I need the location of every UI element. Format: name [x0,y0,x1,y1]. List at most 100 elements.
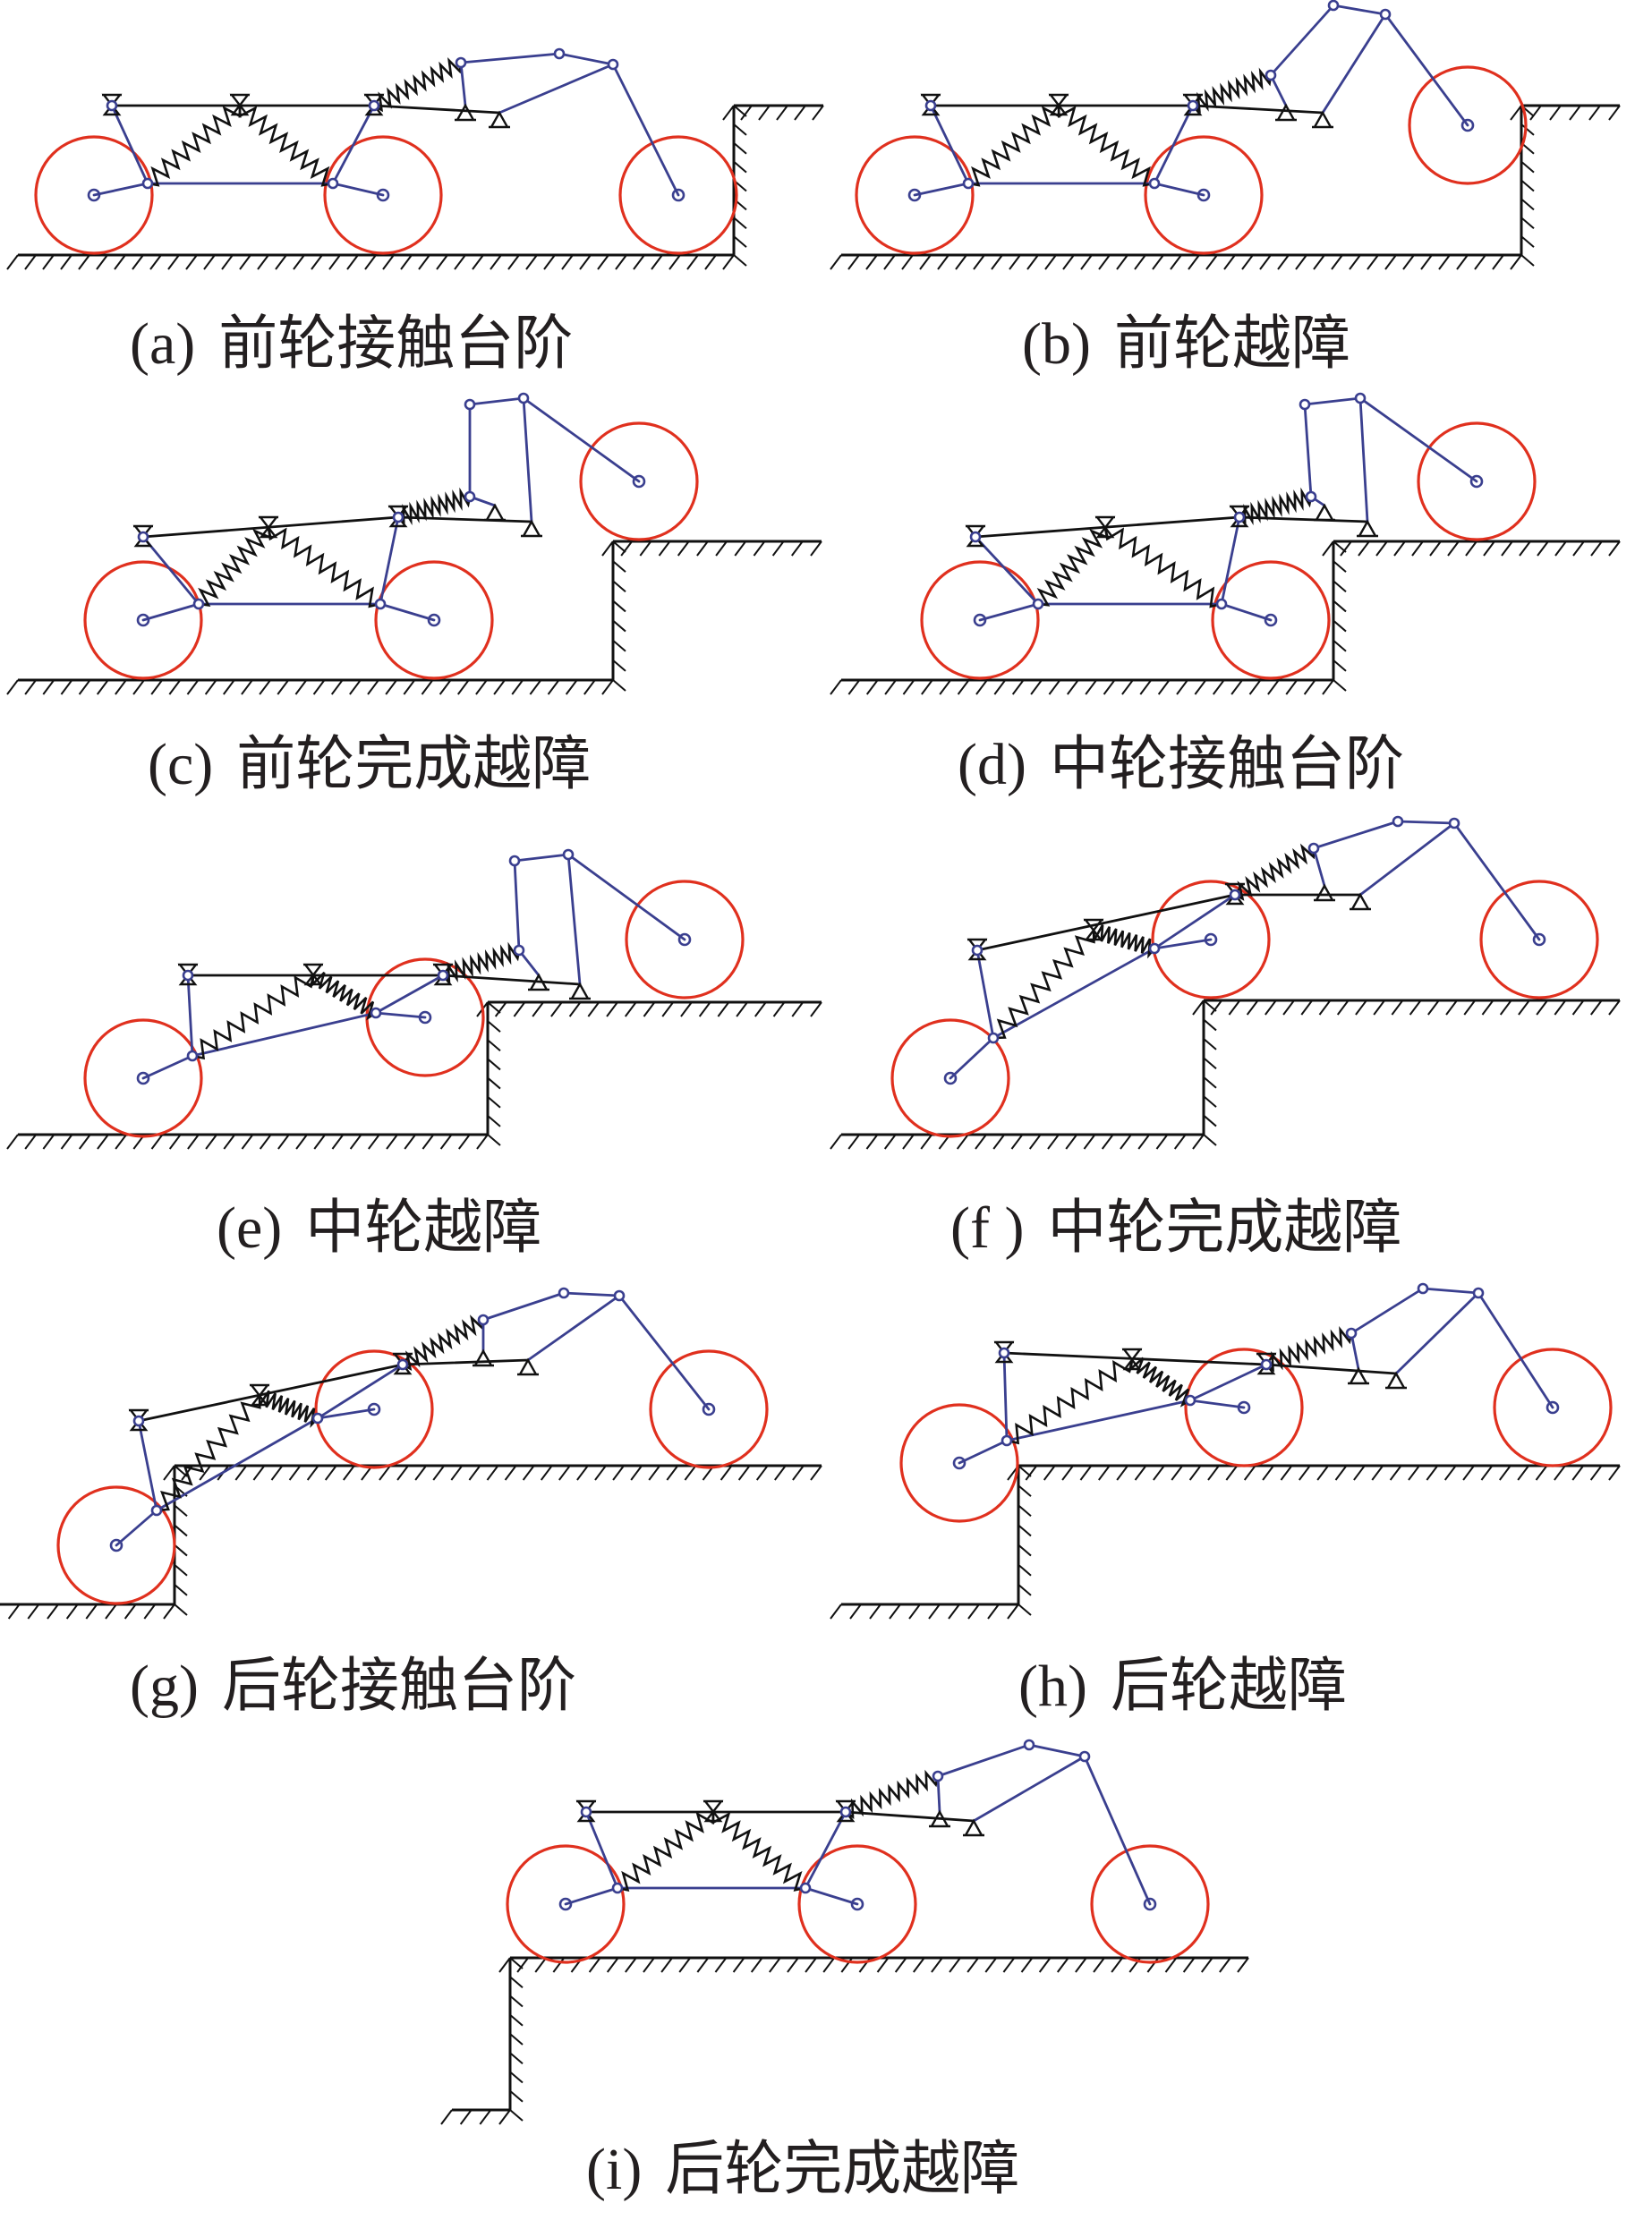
rear-strut [186,974,194,1058]
front-spring [397,487,472,526]
rear-spring [198,527,273,608]
hatch-mark [847,679,861,695]
front-arm [566,853,686,941]
caption-a-label: (a) [130,311,196,377]
hatch-mark [174,1584,188,1596]
hatch-mark [576,1465,589,1481]
joint-pin [1032,598,1044,610]
hatch-mark [732,1957,745,1973]
hatch-mark [259,679,271,695]
hatch-mark [955,254,967,270]
rear-wheel [506,1844,626,1964]
joint-pin [611,1882,624,1894]
hatch-mark [1537,540,1549,557]
hatch-mark [1203,1095,1217,1108]
hatch-mark [475,679,488,695]
hatch-mark [1333,639,1347,652]
hatch-mark [1333,580,1347,593]
hatch-mark [805,1957,817,1973]
caption-d-text: 中轮接触台阶 [1049,732,1404,797]
hatch-mark [24,679,37,695]
hatch-mark [1065,1134,1078,1150]
hatch-mark [1018,1544,1032,1557]
hatch-mark [913,1957,925,1973]
hatch-mark [733,160,747,174]
joint-pin [613,1289,626,1302]
hatch-mark [1203,1018,1217,1032]
hatch-mark [1028,1134,1042,1150]
hatch-mark [421,679,434,695]
hatch-mark [487,1076,501,1090]
ground-support-a [473,1348,494,1367]
hatch-mark [588,1957,601,1973]
pivot-support-mid [1121,1348,1143,1371]
rear-spring [156,1395,261,1512]
hatch-mark [565,679,578,695]
rear-spring [967,105,1060,187]
hatch-mark [1322,679,1334,695]
middle-spring [267,527,381,608]
hatch-mark [295,1134,308,1150]
pivot-support-mid [249,1383,270,1407]
hatch-mark [1018,1484,1032,1497]
hatch-mark [403,679,416,695]
rear-spring [617,1811,715,1892]
caption-i-text: 后轮完成越障 [665,2137,1020,2202]
hatch-mark [1085,679,1097,695]
hatch-mark [1411,540,1424,557]
rear-wheel [899,1403,1019,1523]
hatch-mark [1101,1134,1114,1150]
hatch-mark [1056,1957,1069,1973]
hatch-mark [1519,540,1531,557]
hatch-mark [1465,540,1477,557]
joint-pin [924,99,937,112]
hatch-mark [257,254,269,270]
hatch-mark [1447,540,1460,557]
hatch-mark [680,1001,693,1017]
hatch-mark [1355,999,1367,1016]
pivot-support-mid [703,1799,724,1823]
hatch-mark [612,659,626,672]
hatch-mark [1373,999,1385,1016]
hatch-mark [509,1995,524,2008]
hatch-mark [869,1603,881,1620]
hatch-mark [96,679,109,695]
caption-e-text: 中轮越障 [305,1195,542,1261]
front-wheel [1493,1348,1613,1467]
middle-wheel [1151,880,1271,999]
hatch-mark [1210,999,1223,1016]
hatch-mark [1333,619,1347,633]
hatch-mark [1384,254,1397,270]
hatch-mark [1408,1465,1420,1481]
hatch-mark [1062,254,1075,270]
front-arm [611,63,680,197]
rear-strut [584,1810,619,1890]
joint-pin [932,1770,944,1782]
front-top-link [468,396,525,406]
hatch-mark [150,1134,164,1150]
hatch-mark [522,1465,535,1481]
hatch-mark [343,1465,355,1481]
hatch-mark [720,1465,733,1481]
hatch-mark [509,2089,524,2103]
joint-pin [1229,889,1241,901]
hatch-mark [956,1134,969,1150]
middle-arm [1153,938,1213,950]
hatch-mark [1171,1465,1184,1481]
front-top-link [513,853,570,863]
joint-pin [1187,99,1199,112]
front-arm [1083,1755,1152,1906]
hatch-mark [47,1603,59,1620]
hatch-mark [601,540,614,557]
front-wheel [1408,65,1528,185]
caption-c-label: (c) [148,732,214,797]
ground-profile [6,540,822,695]
hatch-mark [1481,999,1494,1016]
joint-pin [327,177,339,190]
hatch-mark [1203,1134,1217,1146]
bogie-bar [191,1011,378,1058]
hatch-mark [984,1957,998,1973]
hatch-mark [633,254,645,270]
bogie-bar [992,947,1156,1040]
hatch-mark [468,1465,481,1481]
